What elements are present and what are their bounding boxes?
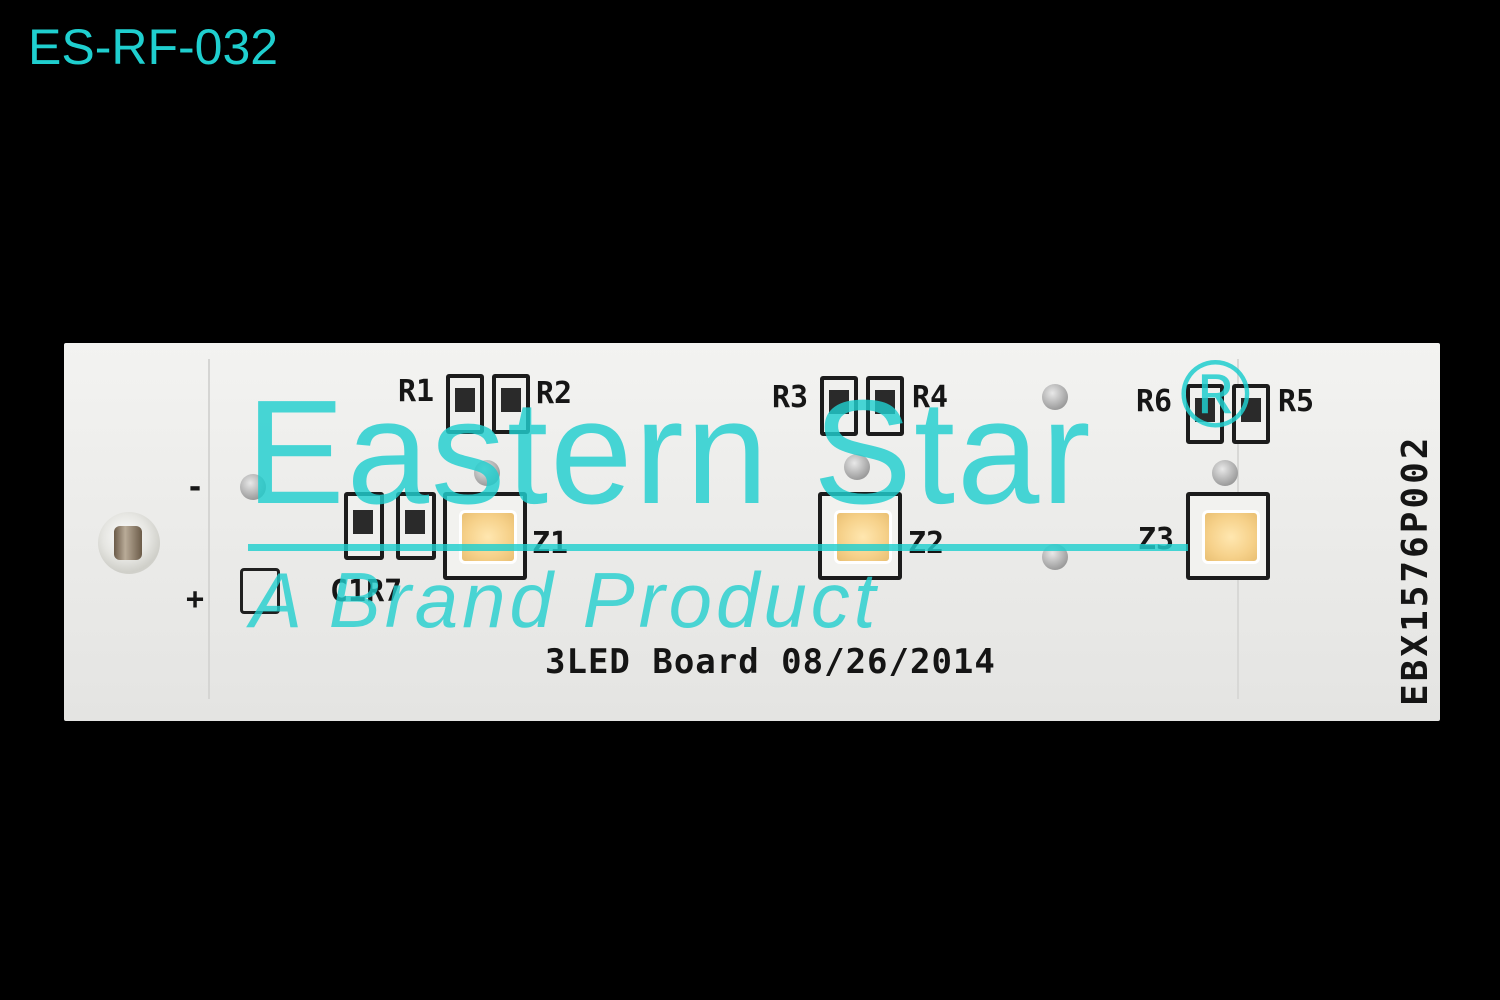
resistor-r6 <box>1186 384 1224 444</box>
label-r2: R2 <box>536 376 573 411</box>
led-z2 <box>818 492 902 580</box>
led-z1 <box>443 492 527 580</box>
board-title-silkscreen: 3LED Board 08/26/2014 <box>545 642 996 682</box>
watermark-underline <box>248 544 1188 551</box>
board-edge-groove <box>208 359 210 699</box>
via <box>844 454 870 480</box>
plus-terminal-pad <box>240 568 280 614</box>
product-code-label: ES-RF-032 <box>28 19 279 75</box>
resistor-r3 <box>820 376 858 436</box>
label-r4: R4 <box>912 380 949 415</box>
watermark-registered-mark: ® <box>1180 341 1251 448</box>
resistor-r4 <box>866 376 904 436</box>
part-number-silkscreen: EBX1576P002 <box>1395 434 1436 706</box>
watermark-brand: Eastern Star <box>246 370 1093 535</box>
label-c1r7: C1R7 <box>330 574 403 609</box>
label-z1: Z1 <box>532 526 568 561</box>
label-r5: R5 <box>1278 384 1315 419</box>
label-r6: R6 <box>1136 384 1173 419</box>
led-z3 <box>1186 492 1270 580</box>
minus-terminal-label: - <box>186 470 205 505</box>
resistor-r2 <box>492 374 530 434</box>
resistor-r5 <box>1232 384 1270 444</box>
label-r1: R1 <box>398 374 435 409</box>
via <box>1042 384 1068 410</box>
watermark-tagline: A Brand Product <box>250 556 880 644</box>
resistor-r1 <box>446 374 484 434</box>
minus-terminal-pad <box>240 474 266 500</box>
via <box>1212 460 1238 486</box>
label-z2: Z2 <box>908 526 944 561</box>
label-r3: R3 <box>772 380 809 415</box>
via <box>474 460 500 486</box>
plus-terminal-label: + <box>186 582 205 617</box>
mounting-hole <box>98 512 160 574</box>
label-z3: Z3 <box>1138 522 1175 557</box>
